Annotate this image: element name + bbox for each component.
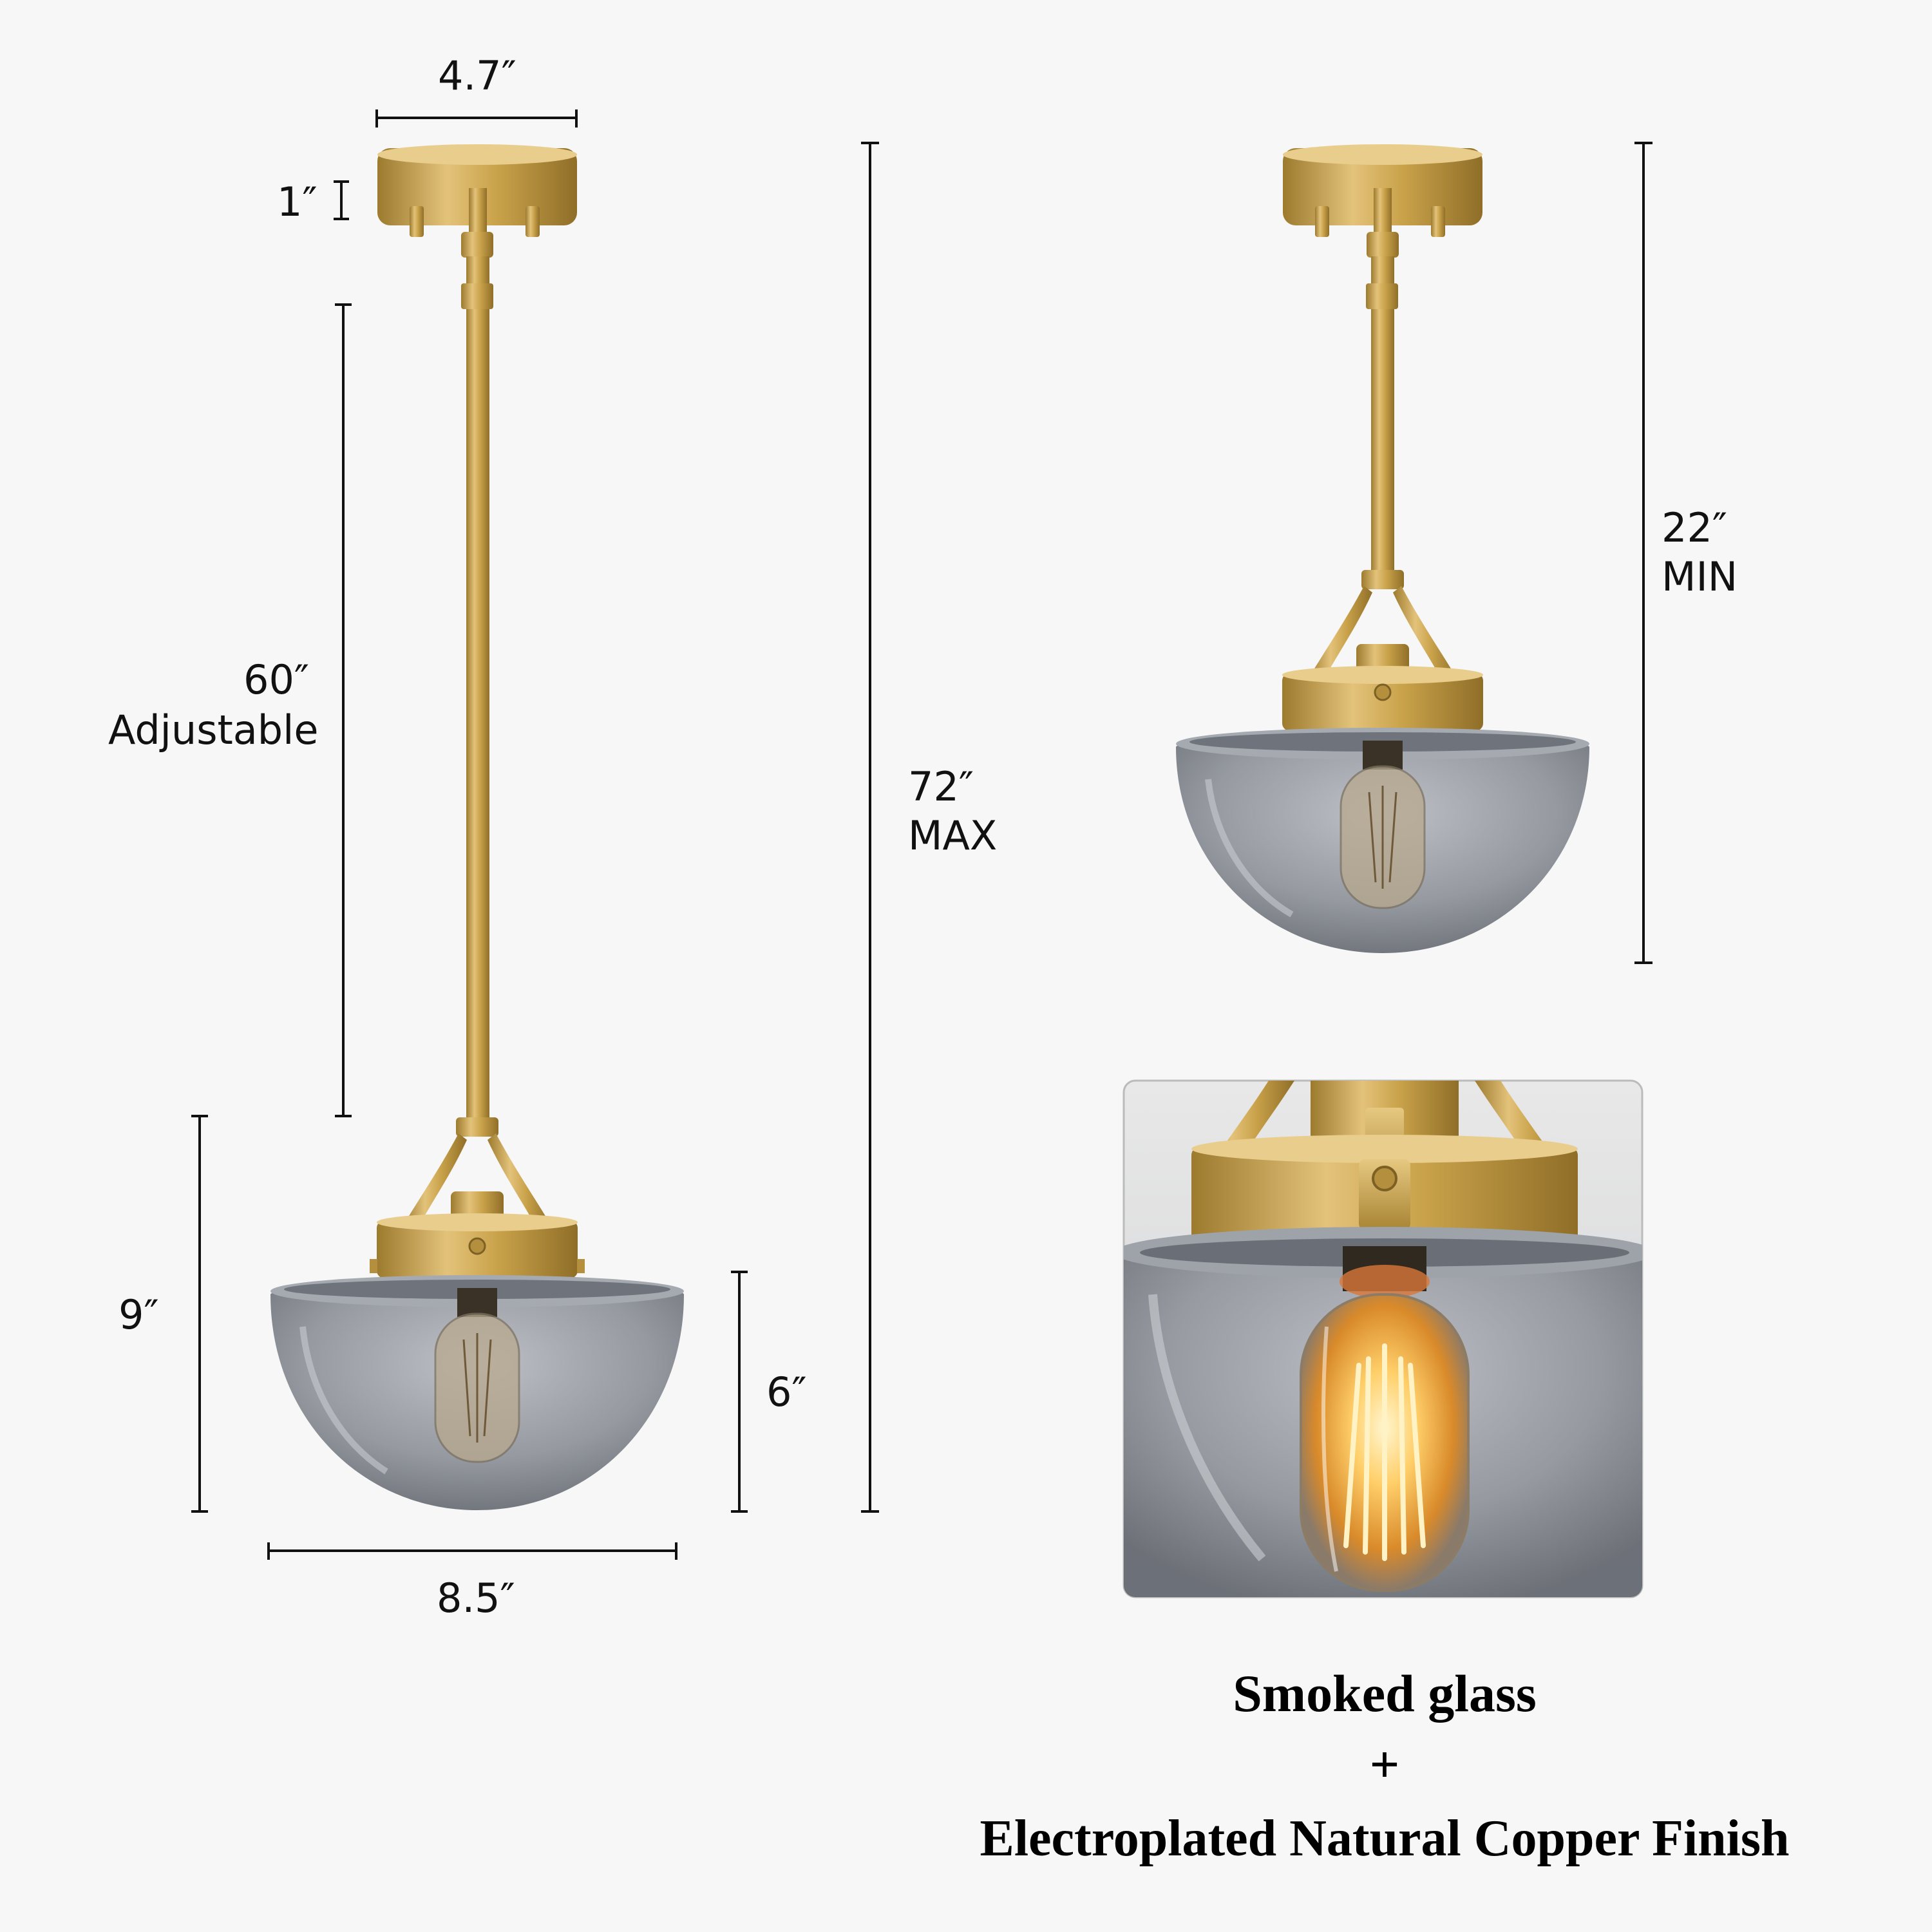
total-max-label: 72″ <box>908 763 974 810</box>
caption-material: Smoked glass <box>1233 1664 1537 1723</box>
canopy-height-label: 1″ <box>277 178 317 225</box>
total-min-note: MIN <box>1662 553 1738 600</box>
rod <box>466 256 489 1119</box>
pendant-lamp-max <box>270 144 684 1510</box>
total-min-label: 22″ <box>1662 504 1728 551</box>
shade-height-label: 6″ <box>766 1368 807 1416</box>
canopy <box>377 144 577 258</box>
pendant-lamp-min <box>1176 144 1589 953</box>
total-max-note: MAX <box>908 812 998 859</box>
bulb-min <box>1340 741 1426 909</box>
fixture-cage <box>370 1117 585 1278</box>
canopy-min <box>1283 144 1482 258</box>
dimension-lines <box>191 109 1653 1560</box>
rod-adjustable-label: Adjustable <box>108 706 319 753</box>
rod-length-label: 60″ <box>243 656 310 703</box>
fixture-height-label: 9″ <box>118 1291 159 1338</box>
fixture-cage-min <box>1282 570 1483 731</box>
zoom-detail-image <box>1122 1079 1643 1598</box>
caption-finish: Electroplated Natural Copper Finish <box>980 1810 1790 1867</box>
canopy-width-label: 4.7″ <box>438 52 516 99</box>
bulb <box>434 1288 520 1463</box>
shade-width-label: 8.5″ <box>437 1575 515 1622</box>
caption-plus: + <box>1369 1735 1400 1794</box>
